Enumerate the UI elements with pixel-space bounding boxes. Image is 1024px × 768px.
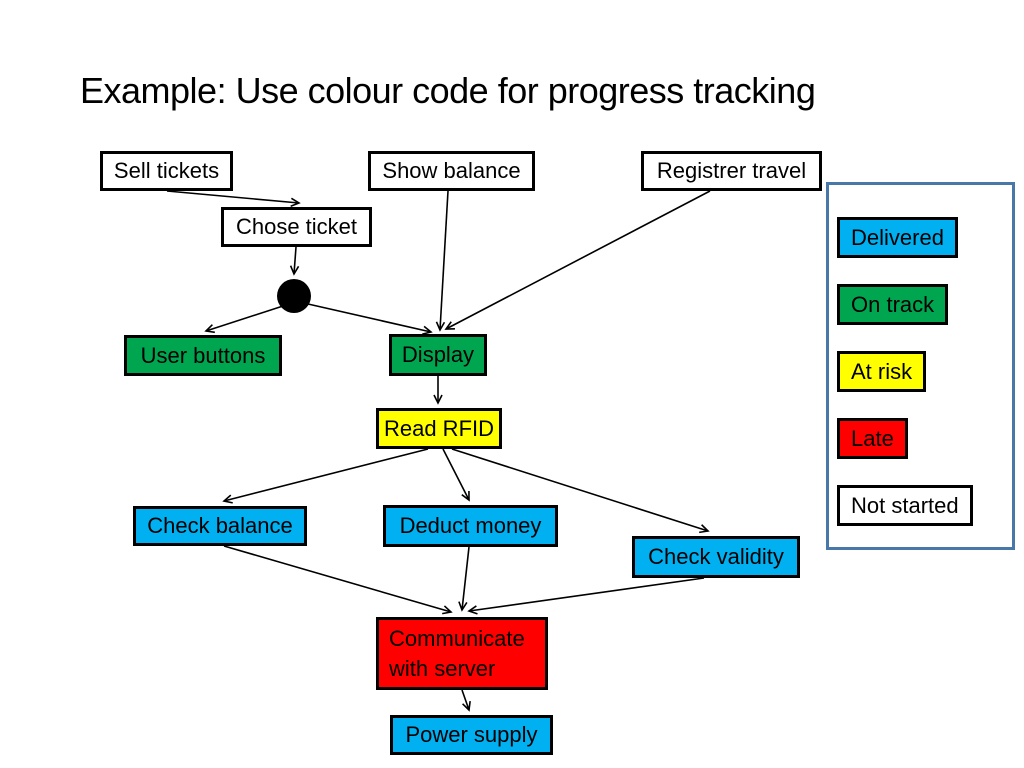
node-chose-ticket: Chose ticket — [221, 207, 372, 247]
edge-read-rfid-check-balance — [222, 448, 429, 504]
edge-sell-tickets-chose-ticket — [166, 190, 301, 208]
node-check-balance: Check balance — [133, 506, 307, 546]
node-power-supply: Power supply — [390, 715, 553, 755]
legend-item-at_risk: At risk — [837, 351, 927, 392]
node-registrer-travel: Registrer travel — [641, 151, 822, 191]
node-sell-tickets: Sell tickets — [100, 151, 233, 191]
slide-title: Example: Use colour code for progress tr… — [80, 70, 816, 111]
legend-item-delivered: Delivered — [837, 217, 958, 258]
node-communicate-with-server: Communicate with server — [376, 617, 548, 690]
edge-communicate-with-server-power-supply — [461, 689, 471, 712]
edge-junction-dot-display — [307, 303, 433, 335]
edge-check-balance-communicate-with-server — [223, 545, 453, 615]
edge-show-balance-display — [435, 190, 449, 332]
edge-junction-dot-user-buttons — [204, 305, 284, 334]
edge-registrer-travel-display — [444, 190, 711, 330]
node-deduct-money: Deduct money — [383, 505, 558, 547]
junction-dot — [277, 279, 311, 313]
edge-read-rfid-deduct-money — [442, 448, 470, 502]
legend-item-late: Late — [837, 418, 908, 459]
node-read-rfid: Read RFID — [376, 408, 502, 449]
legend-item-on_track: On track — [837, 284, 949, 325]
edge-chose-ticket-junction-dot — [289, 246, 300, 276]
node-user-buttons: User buttons — [124, 335, 282, 376]
node-show-balance: Show balance — [368, 151, 535, 191]
edge-check-validity-communicate-with-server — [467, 577, 705, 615]
edge-deduct-money-communicate-with-server — [458, 546, 470, 612]
node-check-validity: Check validity — [632, 536, 800, 578]
node-display: Display — [389, 334, 487, 376]
legend-item-not_started: Not started — [837, 485, 973, 526]
